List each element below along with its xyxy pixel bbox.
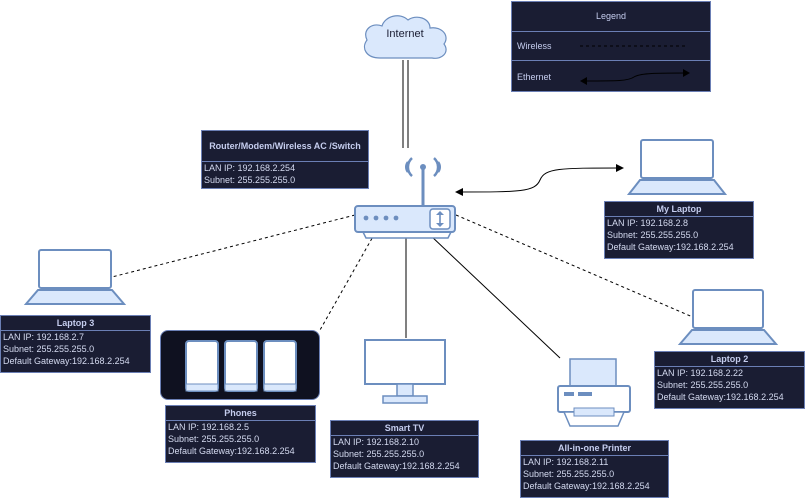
ethernet-link-printer [429, 234, 561, 359]
laptop2-title: Laptop 2 [655, 352, 804, 367]
wireless-link-phones [319, 232, 376, 331]
monitor-icon [364, 339, 446, 404]
legend-title: Legend [512, 2, 710, 32]
router-title: Router/Modem/Wireless AC /Switch [202, 131, 368, 162]
printer-gateway: Default Gateway:192.168.2.254 [523, 481, 650, 491]
laptop-icon [23, 249, 127, 305]
phones-gateway: Default Gateway:192.168.2.254 [168, 446, 295, 456]
dashed-line-icon [580, 45, 688, 47]
smart-tv-subnet: Subnet: 255.255.255.0 [333, 449, 425, 459]
laptop2-subnet: Subnet: 255.255.255.0 [657, 380, 749, 390]
smart-tv-gateway: Default Gateway:192.168.2.254 [333, 461, 460, 471]
legend-row-wireless: Wireless [512, 32, 710, 61]
phones-lan-ip: LAN IP: 192.168.2.5 [168, 422, 250, 432]
wireless-link-laptop3 [107, 214, 356, 279]
phones-subnet: Subnet: 255.255.255.0 [168, 434, 260, 444]
smart-tv-title: Smart TV [331, 421, 478, 436]
laptop3-lan-ip: LAN IP: 192.168.2.7 [3, 332, 85, 342]
smart-tv-info-panel: Smart TV LAN IP: 192.168.2.10 Subnet: 25… [330, 420, 479, 478]
wireless-link-laptop2 [455, 214, 696, 319]
laptop3-gateway: Default Gateway:192.168.2.254 [3, 356, 130, 366]
laptop-icon [677, 289, 779, 345]
printer-subnet: Subnet: 255.255.255.0 [523, 469, 615, 479]
printer-icon [557, 358, 631, 427]
legend-panel: Legend Wireless Ethernet [511, 1, 711, 92]
phone-icon [263, 340, 297, 392]
router-lan-ip: LAN IP: 192.168.2.254 [204, 163, 296, 173]
arrowhead-my-laptop [616, 164, 624, 172]
laptop2-gateway: Default Gateway:192.168.2.254 [657, 392, 784, 402]
legend-label-wireless: Wireless [517, 41, 552, 51]
laptop3-info-panel: Laptop 3 LAN IP: 192.168.2.7 Subnet: 255… [0, 315, 151, 373]
my-laptop-subnet: Subnet: 255.255.255.0 [607, 230, 699, 240]
router-subnet: Subnet: 255.255.255.0 [204, 175, 296, 185]
arrowhead-router [455, 188, 463, 196]
phones-title: Phones [166, 406, 315, 421]
phone-icon [185, 340, 219, 392]
phones-info-panel: Phones LAN IP: 192.168.2.5 Subnet: 255.2… [165, 405, 316, 463]
laptop3-subnet: Subnet: 255.255.255.0 [3, 344, 95, 354]
printer-info-panel: All-in-one Printer LAN IP: 192.168.2.11 … [520, 440, 669, 498]
ethernet-link-my-laptop [457, 167, 621, 193]
cloud-icon [363, 15, 447, 59]
legend-row-ethernet: Ethernet [512, 61, 710, 91]
printer-title: All-in-one Printer [521, 441, 668, 456]
printer-lan-ip: LAN IP: 192.168.2.11 [523, 457, 609, 467]
my-laptop-info-panel: My Laptop LAN IP: 192.168.2.8 Subnet: 25… [604, 201, 754, 259]
my-laptop-gateway: Default Gateway:192.168.2.254 [607, 242, 734, 252]
laptop3-title: Laptop 3 [1, 316, 150, 331]
laptop-icon [626, 139, 728, 195]
laptop2-info-panel: Laptop 2 LAN IP: 192.168.2.22 Subnet: 25… [654, 351, 805, 409]
phone-icon [224, 340, 258, 392]
laptop2-lan-ip: LAN IP: 192.168.2.22 [657, 368, 744, 378]
internet-label: Internet [386, 28, 424, 40]
legend-label-ethernet: Ethernet [517, 72, 552, 82]
my-laptop-title: My Laptop [605, 202, 753, 217]
router-info-panel: Router/Modem/Wireless AC /Switch LAN IP:… [201, 130, 369, 189]
smart-tv-lan-ip: LAN IP: 192.168.2.10 [333, 437, 420, 447]
wireless-router-icon [354, 157, 456, 239]
my-laptop-lan-ip: LAN IP: 192.168.2.8 [607, 218, 689, 228]
curved-arrow-icon [580, 69, 690, 85]
